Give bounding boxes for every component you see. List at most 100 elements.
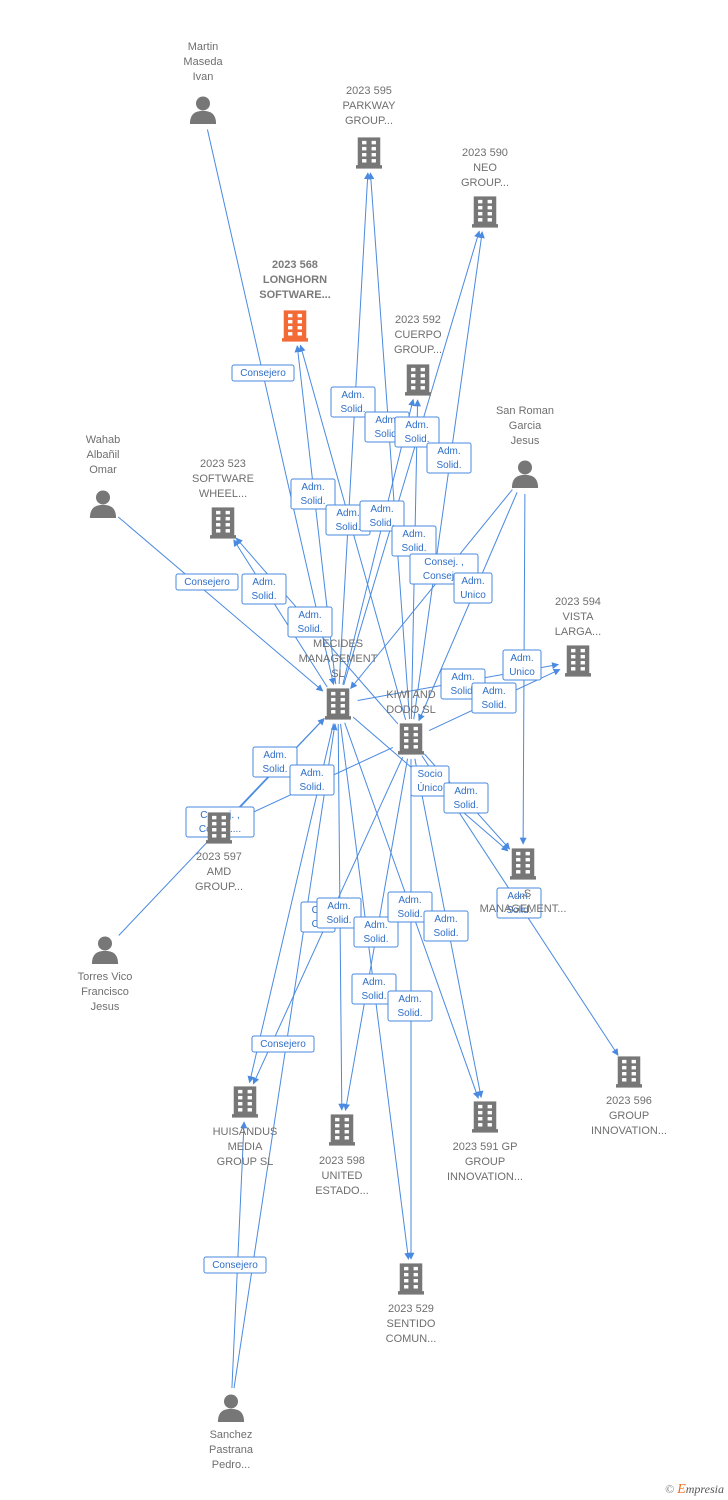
building-icon — [329, 1114, 355, 1146]
edge-label-text: Solid. — [335, 522, 360, 533]
edge-label-text: Adm. — [507, 891, 530, 902]
edge-label[interactable]: Adm.Solid. — [423, 910, 469, 942]
edge-label[interactable]: Adm.Solid. — [391, 525, 437, 557]
node-neo[interactable]: 2023 590NEOGROUP... — [461, 147, 509, 228]
node-parkway[interactable]: 2023 595PARKWAYGROUP... — [343, 85, 397, 169]
edge-label[interactable]: Adm.Unico — [502, 649, 542, 681]
edge-label[interactable]: Adm.Solid. — [359, 500, 405, 532]
node-label-line: Maseda — [183, 56, 223, 68]
edge-label-text: Solid. — [397, 1008, 422, 1019]
node-label-line: 2023 592 — [395, 314, 441, 326]
node-g596[interactable]: 2023 596GROUPINNOVATION... — [591, 1056, 667, 1137]
edge-label-box — [471, 682, 517, 714]
node-label-line: GROUP — [465, 1156, 505, 1168]
edge-label[interactable]: Adm.Solid. — [387, 990, 433, 1022]
building-icon — [356, 137, 382, 169]
node-sanchez[interactable]: SanchezPastranaPedro... — [209, 1394, 254, 1471]
node-sentido[interactable]: 2023 529SENTIDOCOMUN... — [386, 1263, 437, 1345]
edge-label[interactable]: Adm.Unico — [453, 572, 493, 604]
edge-label[interactable]: Consejero — [175, 573, 239, 591]
edge-label-box — [241, 573, 287, 605]
edge-label[interactable]: Consejero — [231, 364, 295, 382]
edge-mecides-to-neo — [343, 230, 481, 685]
node-label-line: MANAGEMENT... — [480, 903, 567, 915]
node-label-line: SENTIDO — [387, 1318, 436, 1330]
edge-label[interactable]: Adm.Solid. — [471, 682, 517, 714]
edge-label[interactable]: Adm.Solid. — [387, 891, 433, 923]
building-icon — [398, 723, 424, 755]
node-label-line: Torres Vico — [78, 971, 133, 983]
edge-label-text: Solid. — [369, 518, 394, 529]
edge-label-text: Adm. — [461, 576, 484, 587]
edge-label[interactable]: Consejero — [203, 1256, 267, 1274]
edge-label[interactable]: Adm.Solid. — [252, 746, 298, 778]
node-label-line: DODO SL — [386, 704, 436, 716]
building-icon — [398, 1263, 424, 1295]
person-icon — [89, 490, 117, 518]
edge-label[interactable]: Adm.Solid. — [496, 887, 542, 919]
node-label-line: Garcia — [509, 420, 542, 432]
edge-label[interactable]: Adm.Solid. — [330, 386, 376, 418]
edge-label[interactable]: Adm.Solid. — [443, 782, 489, 814]
edge-martin-to-mecides — [206, 129, 336, 686]
building-icon — [472, 1101, 498, 1133]
edge-label-text: Único — [417, 781, 443, 794]
node-wheel[interactable]: 2023 523SOFTWAREWHEEL... — [192, 458, 254, 539]
node-label-line: 2023 597 — [196, 851, 242, 863]
edge-label-box — [496, 887, 542, 919]
edge-label[interactable]: Adm.Solid. — [351, 973, 397, 1005]
edge-label-box — [203, 1256, 267, 1274]
node-label-line: Pedro... — [212, 1459, 251, 1471]
edge-label[interactable]: Adm.Solid. — [289, 764, 335, 796]
edge-label-box — [410, 765, 450, 797]
node-longhorn[interactable]: 2023 568LONGHORNSOFTWARE... — [259, 259, 331, 342]
copyright-symbol: © — [665, 1482, 675, 1496]
node-label-line: MANAGEMENT — [299, 653, 378, 665]
node-label-line: 2023 523 — [200, 458, 246, 470]
empresia-brand[interactable]: © Empresia — [665, 1482, 724, 1498]
edge-label[interactable]: Adm.Solid. — [394, 416, 440, 448]
node-label-line: LARGA... — [555, 626, 601, 638]
node-label-line: SOFTWARE... — [259, 289, 331, 301]
node-united[interactable]: 2023 598UNITEDESTADO... — [315, 1114, 369, 1197]
node-label-line: Wahab — [86, 434, 120, 446]
edge-label-text: Solid. — [481, 700, 506, 711]
node-vista[interactable]: 2023 594VISTALARGA... — [555, 596, 601, 677]
node-cuerpo[interactable]: 2023 592CUERPOGROUP... — [394, 314, 442, 396]
edge-label[interactable]: Adm.Solid. — [241, 573, 287, 605]
brand-initial: E — [677, 1482, 686, 1497]
edge-label[interactable]: Adm.Solid. — [353, 916, 399, 948]
edge-sanchez-to-huisandus — [231, 1121, 248, 1389]
node-label-line: NEO — [473, 162, 497, 174]
edge-label-text: Unico — [509, 667, 535, 678]
node-label-line: HUISANDUS — [213, 1126, 278, 1138]
node-management[interactable]: ...SMANAGEMENT... — [480, 848, 567, 915]
edge-label[interactable]: Consejero — [251, 1035, 315, 1053]
edge-mecides-to-wheel — [233, 539, 328, 688]
edge-label[interactable]: Adm.Solid. — [316, 897, 362, 929]
edge-sanroman-to-mecides — [350, 489, 513, 690]
edge-label-text: Solid. — [251, 591, 276, 602]
node-label-line: WHEEL... — [199, 488, 247, 500]
node-gp[interactable]: 2023 591 GPGROUPINNOVATION... — [447, 1101, 523, 1183]
edge-label[interactable]: Adm.Solid. — [426, 442, 472, 474]
edge-label-box — [351, 973, 397, 1005]
edge-label-box — [394, 416, 440, 448]
edge-label-box — [252, 746, 298, 778]
node-amd[interactable]: 2023 597AMDGROUP... — [195, 812, 243, 893]
edge-label[interactable]: Adm.Solid. — [287, 606, 333, 638]
node-label-line: GROUP... — [461, 177, 509, 189]
edge-label[interactable]: Adm.Solid. — [290, 478, 336, 510]
edge-label-box — [453, 572, 493, 604]
brand-name: mpresia — [685, 1482, 724, 1496]
node-label-line: Pastrana — [209, 1444, 254, 1456]
